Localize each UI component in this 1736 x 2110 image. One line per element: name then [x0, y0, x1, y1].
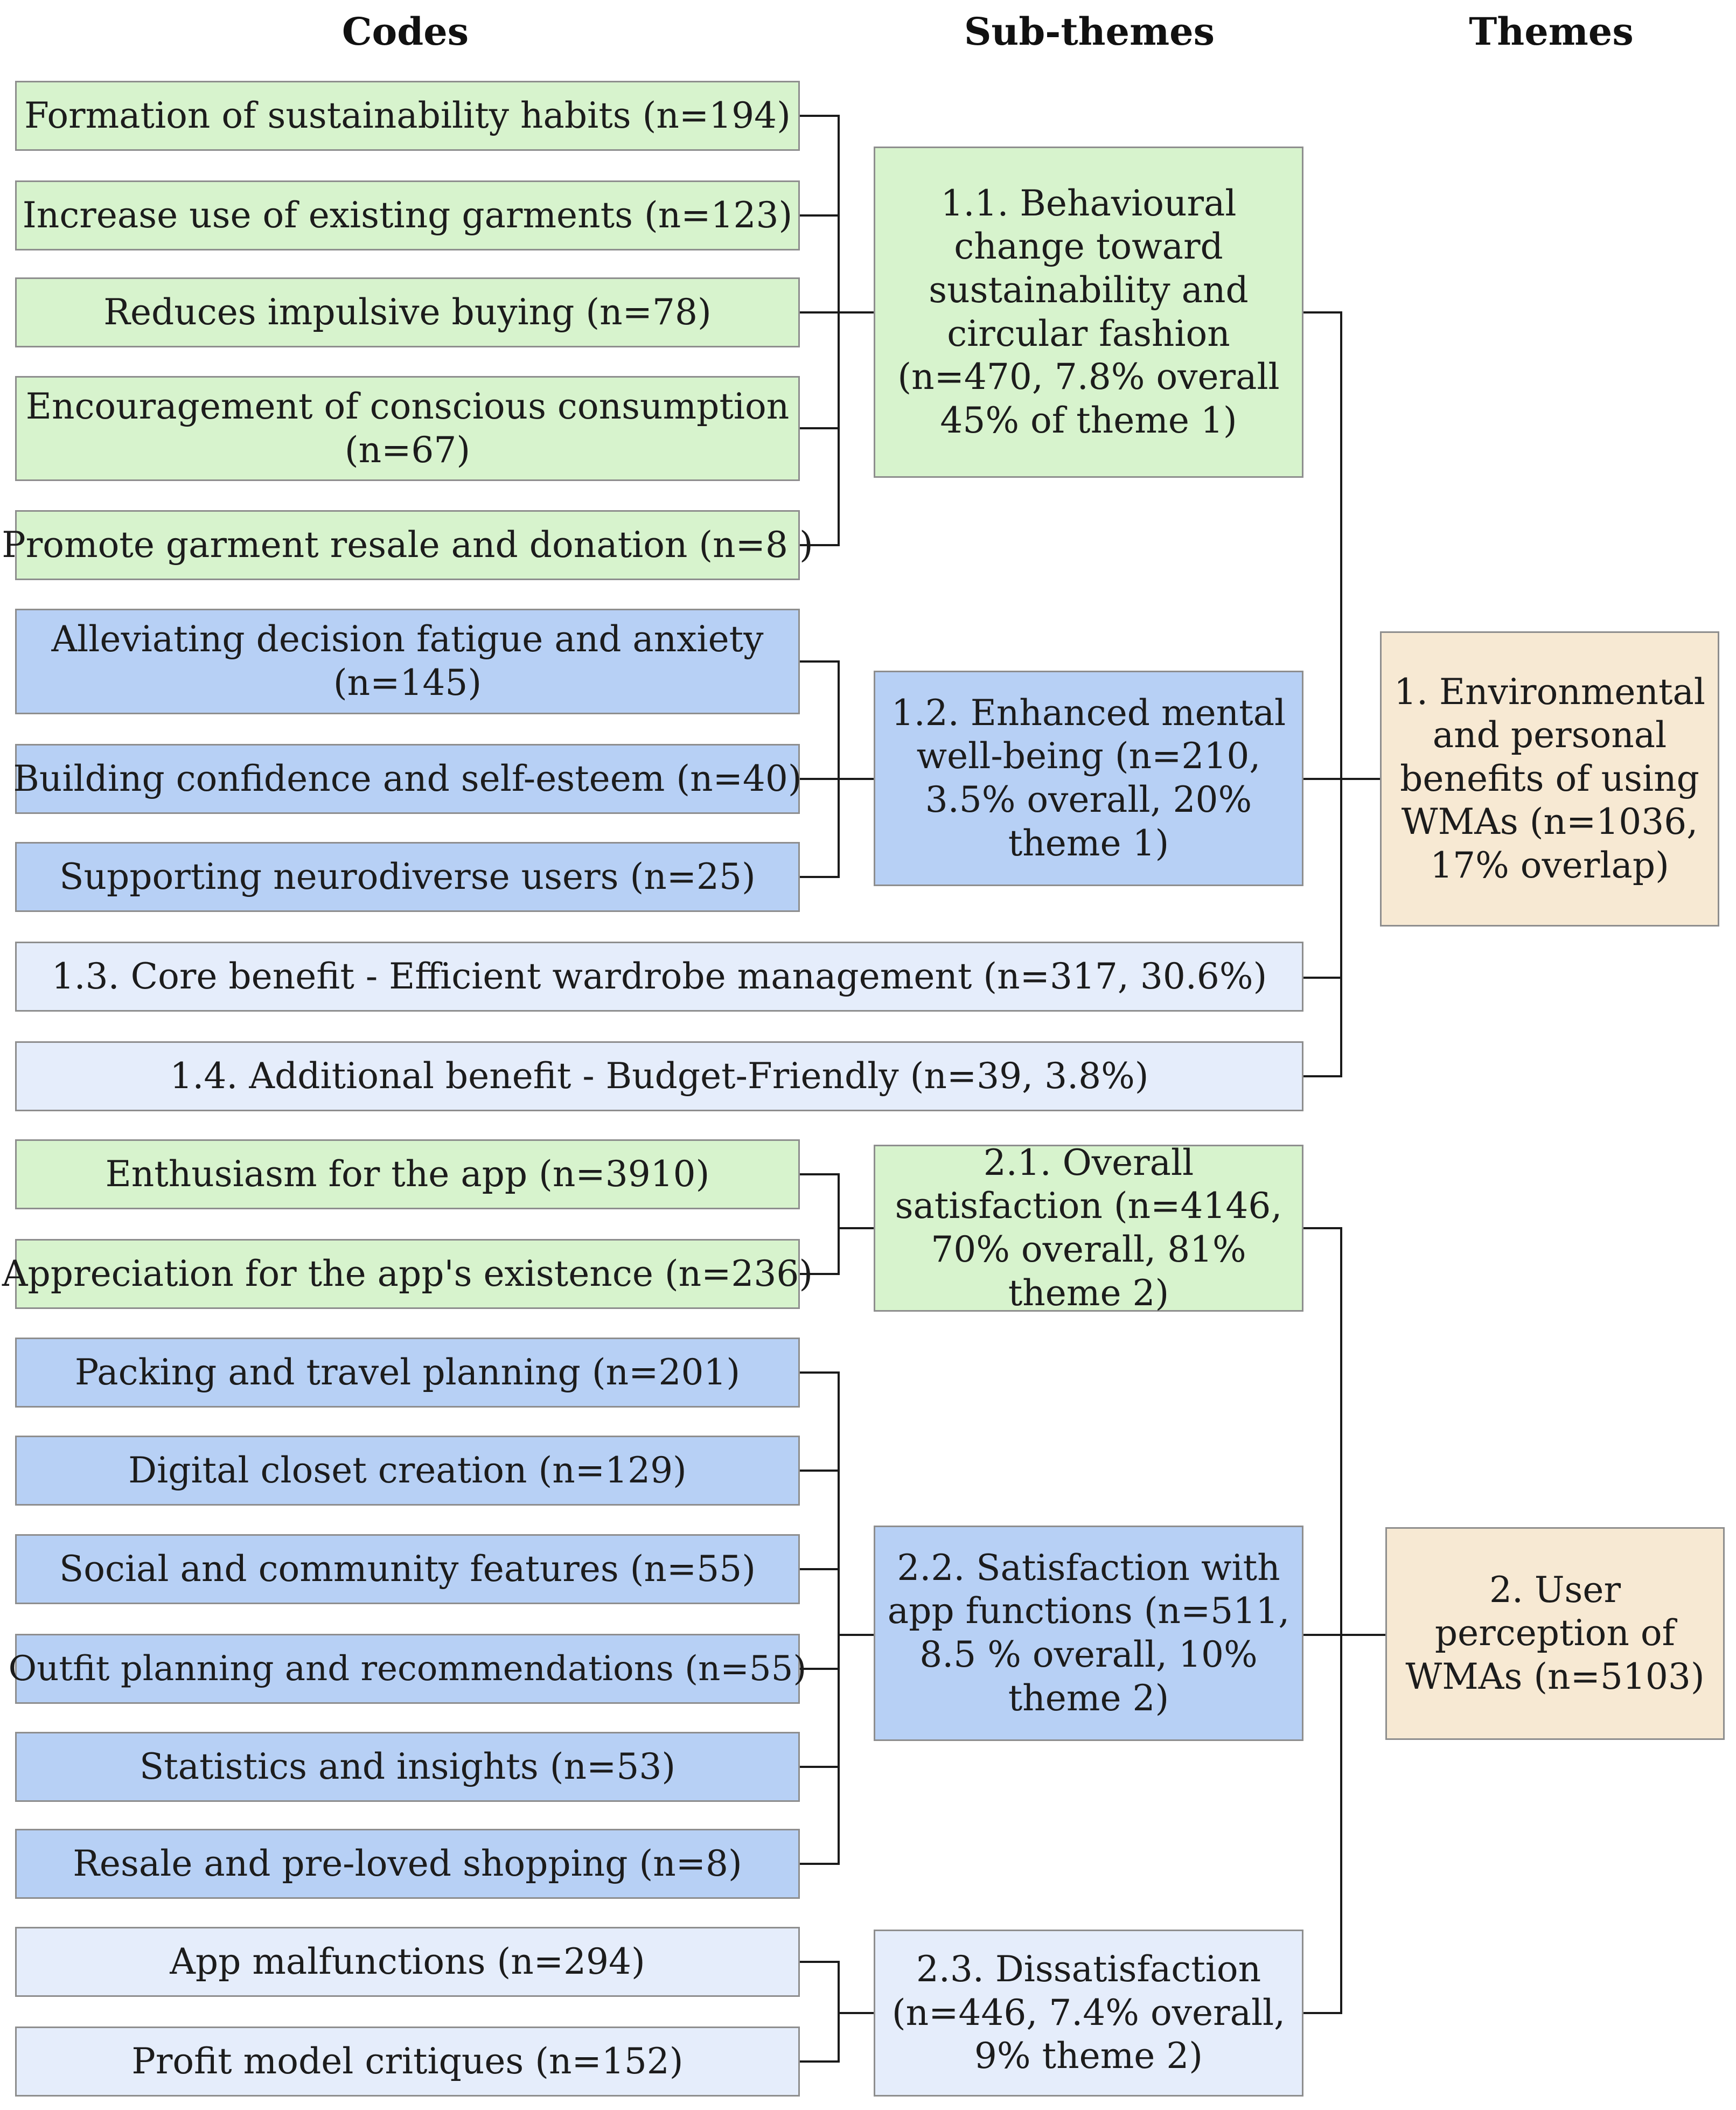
code-box: Social and community features (n=55) — [15, 1534, 800, 1604]
code-box: App malfunctions (n=294) — [15, 1927, 800, 1997]
themes-column-header: Themes — [1469, 9, 1634, 54]
code-box: Building confidence and self-esteem (n=4… — [13, 744, 802, 814]
code-box: Encouragement of conscious consumption (… — [15, 376, 800, 481]
codes-column-header: Codes — [341, 9, 469, 54]
code-box: Digital closet creation (n=129) — [15, 1436, 800, 1506]
subtheme-box-2-1: 2.1. Overall satisfaction (n=4146, 70% o… — [874, 1142, 1303, 1314]
connector-codes-to-1-2 — [800, 660, 874, 878]
connector-codes-to-2-3 — [800, 1961, 874, 2063]
connector-codes-to-1-1 — [800, 115, 874, 546]
subtheme-box-1-4: 1.4. Additional benefit - Budget-Friendl… — [15, 1041, 1303, 1111]
code-box: Resale and pre-loved shopping (n=8) — [15, 1829, 800, 1899]
code-box: Reduces impulsive buying (n=78) — [15, 277, 800, 347]
code-box: Packing and travel planning (n=201) — [15, 1338, 800, 1408]
code-box: Appreciation for the app's existence (n=… — [2, 1239, 813, 1309]
subthemes-column-header: Sub-themes — [964, 9, 1215, 54]
code-box: Alleviating decision fatigue and anxiety… — [15, 609, 800, 714]
connector-subthemes-to-theme-1 — [1303, 311, 1380, 1077]
code-box: Promote garment resale and donation (n=8… — [2, 510, 813, 580]
connector-subthemes-to-theme-2 — [1303, 1227, 1385, 2014]
subtheme-box-1-2: 1.2. Enhanced mental well-being (n=210, … — [874, 671, 1303, 886]
connector-codes-to-2-1 — [800, 1173, 874, 1275]
code-box: Increase use of existing garments (n=123… — [15, 180, 800, 250]
subtheme-box-1-3: 1.3. Core benefit - Efficient wardrobe m… — [15, 942, 1303, 1012]
subtheme-box-2-3: 2.3. Dissatisfaction (n=446, 7.4% overal… — [874, 1930, 1303, 2097]
connector-codes-to-2-2 — [800, 1371, 874, 1865]
subtheme-box-1-1: 1.1. Behavioural change toward sustainab… — [874, 147, 1303, 478]
code-box: Profit model critiques (n=152) — [15, 2027, 800, 2097]
theme-box-1: 1. Environmental and personal benefits o… — [1380, 631, 1719, 927]
code-box: Enthusiasm for the app (n=3910) — [15, 1139, 800, 1209]
subtheme-box-2-2: 2.2. Satisfaction with app functions (n=… — [874, 1526, 1303, 1741]
code-box: Supporting neurodiverse users (n=25) — [15, 842, 800, 912]
code-box: Outfit planning and recommendations (n=5… — [9, 1634, 806, 1704]
code-box: Formation of sustainability habits (n=19… — [15, 81, 800, 151]
code-box: Statistics and insights (n=53) — [15, 1732, 800, 1802]
theme-box-2: 2. User perception of WMAs (n=5103) — [1385, 1527, 1725, 1740]
